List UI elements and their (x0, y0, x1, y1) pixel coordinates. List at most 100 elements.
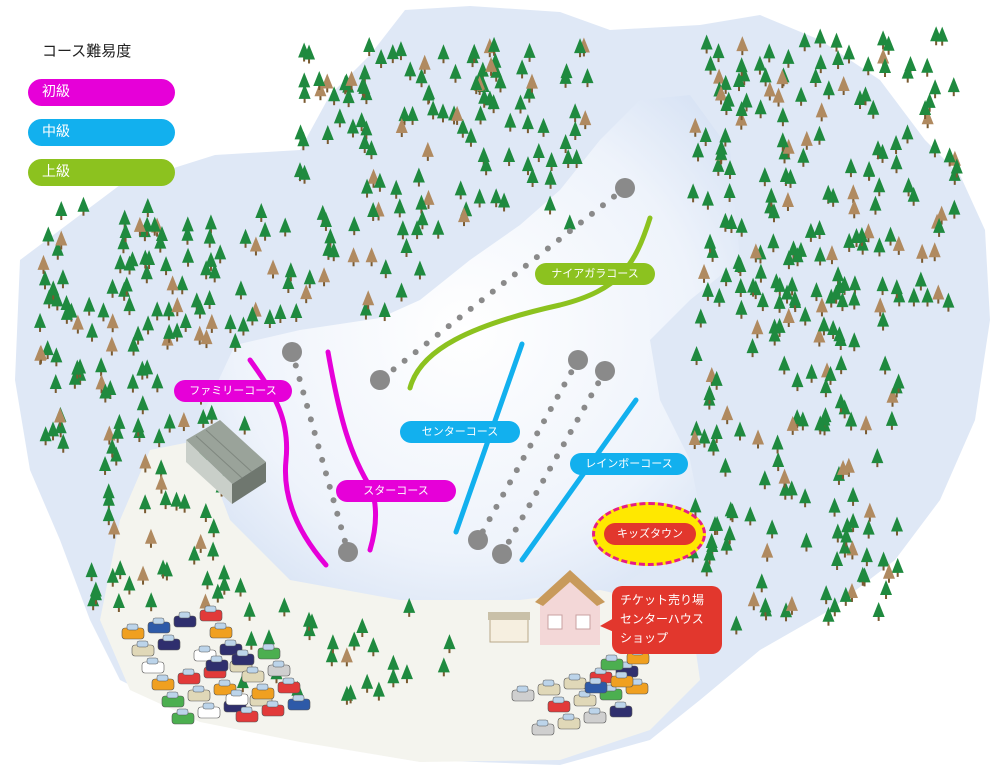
tree (778, 355, 791, 375)
tree (126, 373, 139, 393)
car (213, 679, 237, 696)
tree (928, 242, 941, 262)
car (199, 605, 223, 622)
tree (848, 290, 861, 310)
tree (831, 550, 844, 570)
tree (863, 502, 876, 522)
tree (544, 169, 557, 189)
tree (785, 480, 798, 500)
tree (890, 279, 903, 299)
course-label-niagara[interactable]: ナイアガラコース (535, 263, 655, 285)
tree (326, 634, 339, 654)
tree (43, 289, 56, 309)
tree (358, 134, 371, 154)
tree (42, 226, 55, 246)
tree (845, 411, 858, 431)
tree (55, 201, 68, 221)
car (177, 668, 201, 685)
tree (182, 247, 195, 267)
tree (719, 457, 732, 477)
tree (884, 226, 897, 246)
tree (814, 54, 827, 74)
tree (814, 246, 827, 266)
tree (34, 312, 47, 332)
tree (763, 43, 776, 63)
tree (321, 125, 334, 145)
tree (421, 141, 434, 161)
tree (345, 70, 358, 90)
tree (51, 240, 64, 260)
tree (834, 331, 847, 351)
tree (224, 314, 237, 334)
car (511, 685, 535, 702)
tree (142, 315, 155, 335)
tree (809, 67, 822, 87)
tree (813, 219, 826, 239)
car (257, 643, 281, 660)
tree (690, 346, 703, 366)
tree (544, 195, 557, 215)
tree (521, 114, 534, 134)
tree (532, 143, 545, 163)
tree (77, 196, 90, 216)
tree (698, 263, 711, 283)
tree (837, 76, 850, 96)
tree (83, 296, 96, 316)
tree (207, 518, 220, 538)
tree (700, 34, 713, 54)
tree (720, 96, 733, 116)
tree (901, 63, 914, 83)
tree (274, 303, 287, 323)
tree (103, 425, 116, 445)
tree (719, 127, 732, 147)
tree (710, 370, 723, 390)
tree (689, 117, 702, 137)
tree (893, 287, 906, 307)
tree (947, 77, 960, 97)
tree (767, 233, 780, 253)
tree (193, 299, 206, 319)
tree (776, 107, 789, 127)
tree (395, 282, 408, 302)
course-label-family[interactable]: ファミリーコース (174, 380, 292, 402)
tree (200, 260, 213, 280)
tree (873, 237, 886, 257)
course-label-rainbow[interactable]: レインボーコース (570, 453, 688, 475)
tree (835, 355, 848, 375)
car (531, 719, 555, 736)
tree (406, 105, 419, 125)
tree (701, 190, 714, 210)
tree (194, 533, 207, 553)
car (609, 701, 633, 718)
course-rainbow[interactable] (519, 397, 639, 563)
car (131, 640, 155, 657)
tree (751, 319, 764, 339)
tree (422, 189, 435, 209)
course-niagara[interactable] (407, 215, 653, 391)
course-label-center[interactable]: センターコース (400, 421, 520, 443)
tree (211, 583, 224, 603)
tree (411, 220, 424, 240)
tree (204, 214, 217, 234)
tree (919, 99, 932, 119)
kids-town-label[interactable]: キッズタウン (604, 523, 696, 545)
tree (785, 595, 798, 615)
tree (863, 161, 876, 181)
tree (367, 201, 380, 221)
tree (830, 32, 843, 52)
center-house-info[interactable]: チケット売り場 センターハウス ショップ (612, 586, 722, 654)
lift-line (468, 350, 588, 550)
tree (328, 86, 341, 106)
tree (859, 86, 872, 106)
tree (795, 86, 808, 106)
course-star[interactable] (325, 349, 379, 553)
tree (153, 428, 166, 448)
course-label-star[interactable]: スターコース (336, 480, 456, 502)
tree (105, 336, 118, 356)
tree (869, 195, 882, 215)
tree (736, 36, 749, 56)
tree (347, 247, 360, 267)
tree (724, 159, 737, 179)
tree (773, 276, 786, 296)
